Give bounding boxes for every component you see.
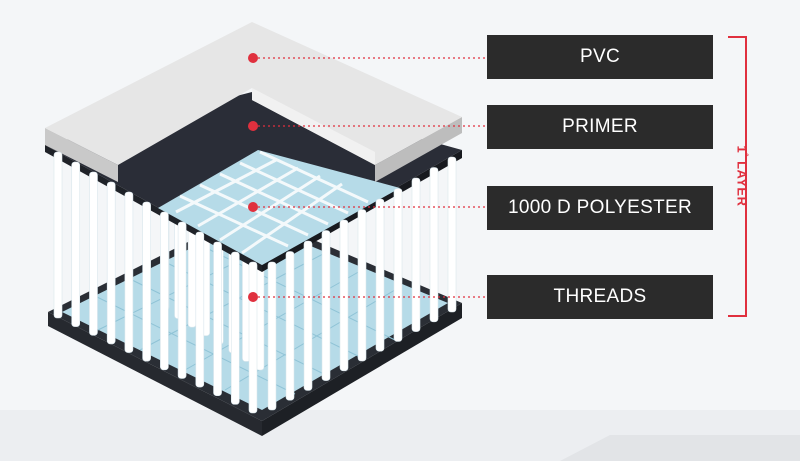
polyester-weave: [175, 150, 369, 255]
dot-threads: [248, 292, 258, 302]
thread-front-right: [285, 251, 295, 401]
thread-front-left: [53, 151, 63, 319]
thread-front-left: [89, 171, 98, 336]
thread-front-left: [124, 191, 134, 353]
layer-bracket-label: 1° LAYER: [734, 146, 749, 207]
layer-number: 1: [734, 145, 750, 154]
label-threads: THREADS: [487, 275, 713, 319]
layer-word: LAYER: [734, 156, 750, 207]
thread-inner: [187, 225, 197, 328]
thread-front-right: [393, 188, 403, 342]
thread-front-right: [429, 167, 439, 323]
thread-front-left: [230, 251, 240, 405]
thread-front-left: [106, 181, 116, 345]
thread-front-left: [142, 201, 151, 362]
pvc-front-left-edge: [45, 128, 118, 182]
thread-front-left: [160, 211, 169, 371]
label-polyester: 1000 D POLYESTER: [487, 186, 713, 230]
thread-front-right: [321, 230, 331, 381]
thread-front-right: [339, 219, 349, 372]
background-corner-shape: [560, 435, 800, 461]
thread-front-right: [357, 209, 367, 362]
thread-front-left: [248, 261, 258, 414]
thread-front-right: [375, 198, 385, 352]
thread-front-right: [411, 177, 421, 332]
primer-edge-left: [45, 145, 262, 272]
thread-front-right: [447, 156, 457, 313]
thread-front-left: [71, 161, 81, 327]
pvc-right-edge: [375, 117, 462, 182]
base-side-left: [48, 312, 262, 436]
label-pvc: PVC: [487, 35, 713, 79]
dot-primer: [248, 121, 258, 131]
dot-pvc: [248, 53, 258, 63]
connector-dots: [248, 53, 258, 302]
thread-front-right: [303, 240, 313, 391]
threads-front-group: [53, 151, 457, 414]
layer-bracket: [728, 36, 747, 317]
thread-front-left: [213, 241, 222, 397]
thread-front-left: [195, 231, 205, 388]
connector-lines: [253, 57, 487, 298]
base-side-right: [262, 303, 462, 436]
thread-front-left: [177, 221, 187, 379]
label-primer: PRIMER: [487, 105, 713, 149]
dot-polyester: [248, 202, 258, 212]
thread-front-right: [267, 261, 277, 411]
